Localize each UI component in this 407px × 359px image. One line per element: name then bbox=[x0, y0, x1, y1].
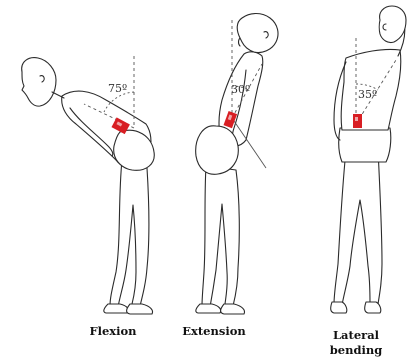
caption-lateral-line1: Lateral bbox=[333, 328, 380, 342]
lateral-foot bbox=[331, 302, 347, 313]
lateral-sensor-detail bbox=[355, 117, 358, 121]
extension-figure: 30º bbox=[196, 14, 278, 315]
extension-foot bbox=[221, 304, 245, 314]
extension-legs bbox=[202, 166, 239, 307]
lateral-head bbox=[379, 6, 406, 43]
lateral-figure: 35º bbox=[331, 6, 406, 313]
flexion-foot bbox=[104, 304, 129, 313]
caption-lateral-line2: bending bbox=[330, 343, 383, 357]
flexion-legs bbox=[110, 160, 149, 307]
flexion-angle-label: 75º bbox=[108, 82, 127, 95]
extension-face bbox=[239, 38, 241, 46]
lateral-angle-label: 35º bbox=[358, 88, 377, 101]
lateral-hips bbox=[339, 128, 391, 162]
lateral-legs bbox=[334, 150, 382, 305]
extension-foot bbox=[196, 304, 221, 313]
extension-angle-label: 30º bbox=[231, 83, 250, 96]
flexion-foot bbox=[127, 304, 153, 314]
caption-extension: Extension bbox=[182, 324, 246, 338]
caption-flexion: Flexion bbox=[89, 324, 137, 338]
lateral-foot bbox=[365, 302, 381, 313]
extension-belly bbox=[196, 126, 239, 174]
flexion-head bbox=[22, 58, 56, 107]
flexion-figure: 75º bbox=[22, 56, 155, 314]
flexion-neck bbox=[52, 92, 64, 98]
extension-head bbox=[237, 14, 278, 53]
